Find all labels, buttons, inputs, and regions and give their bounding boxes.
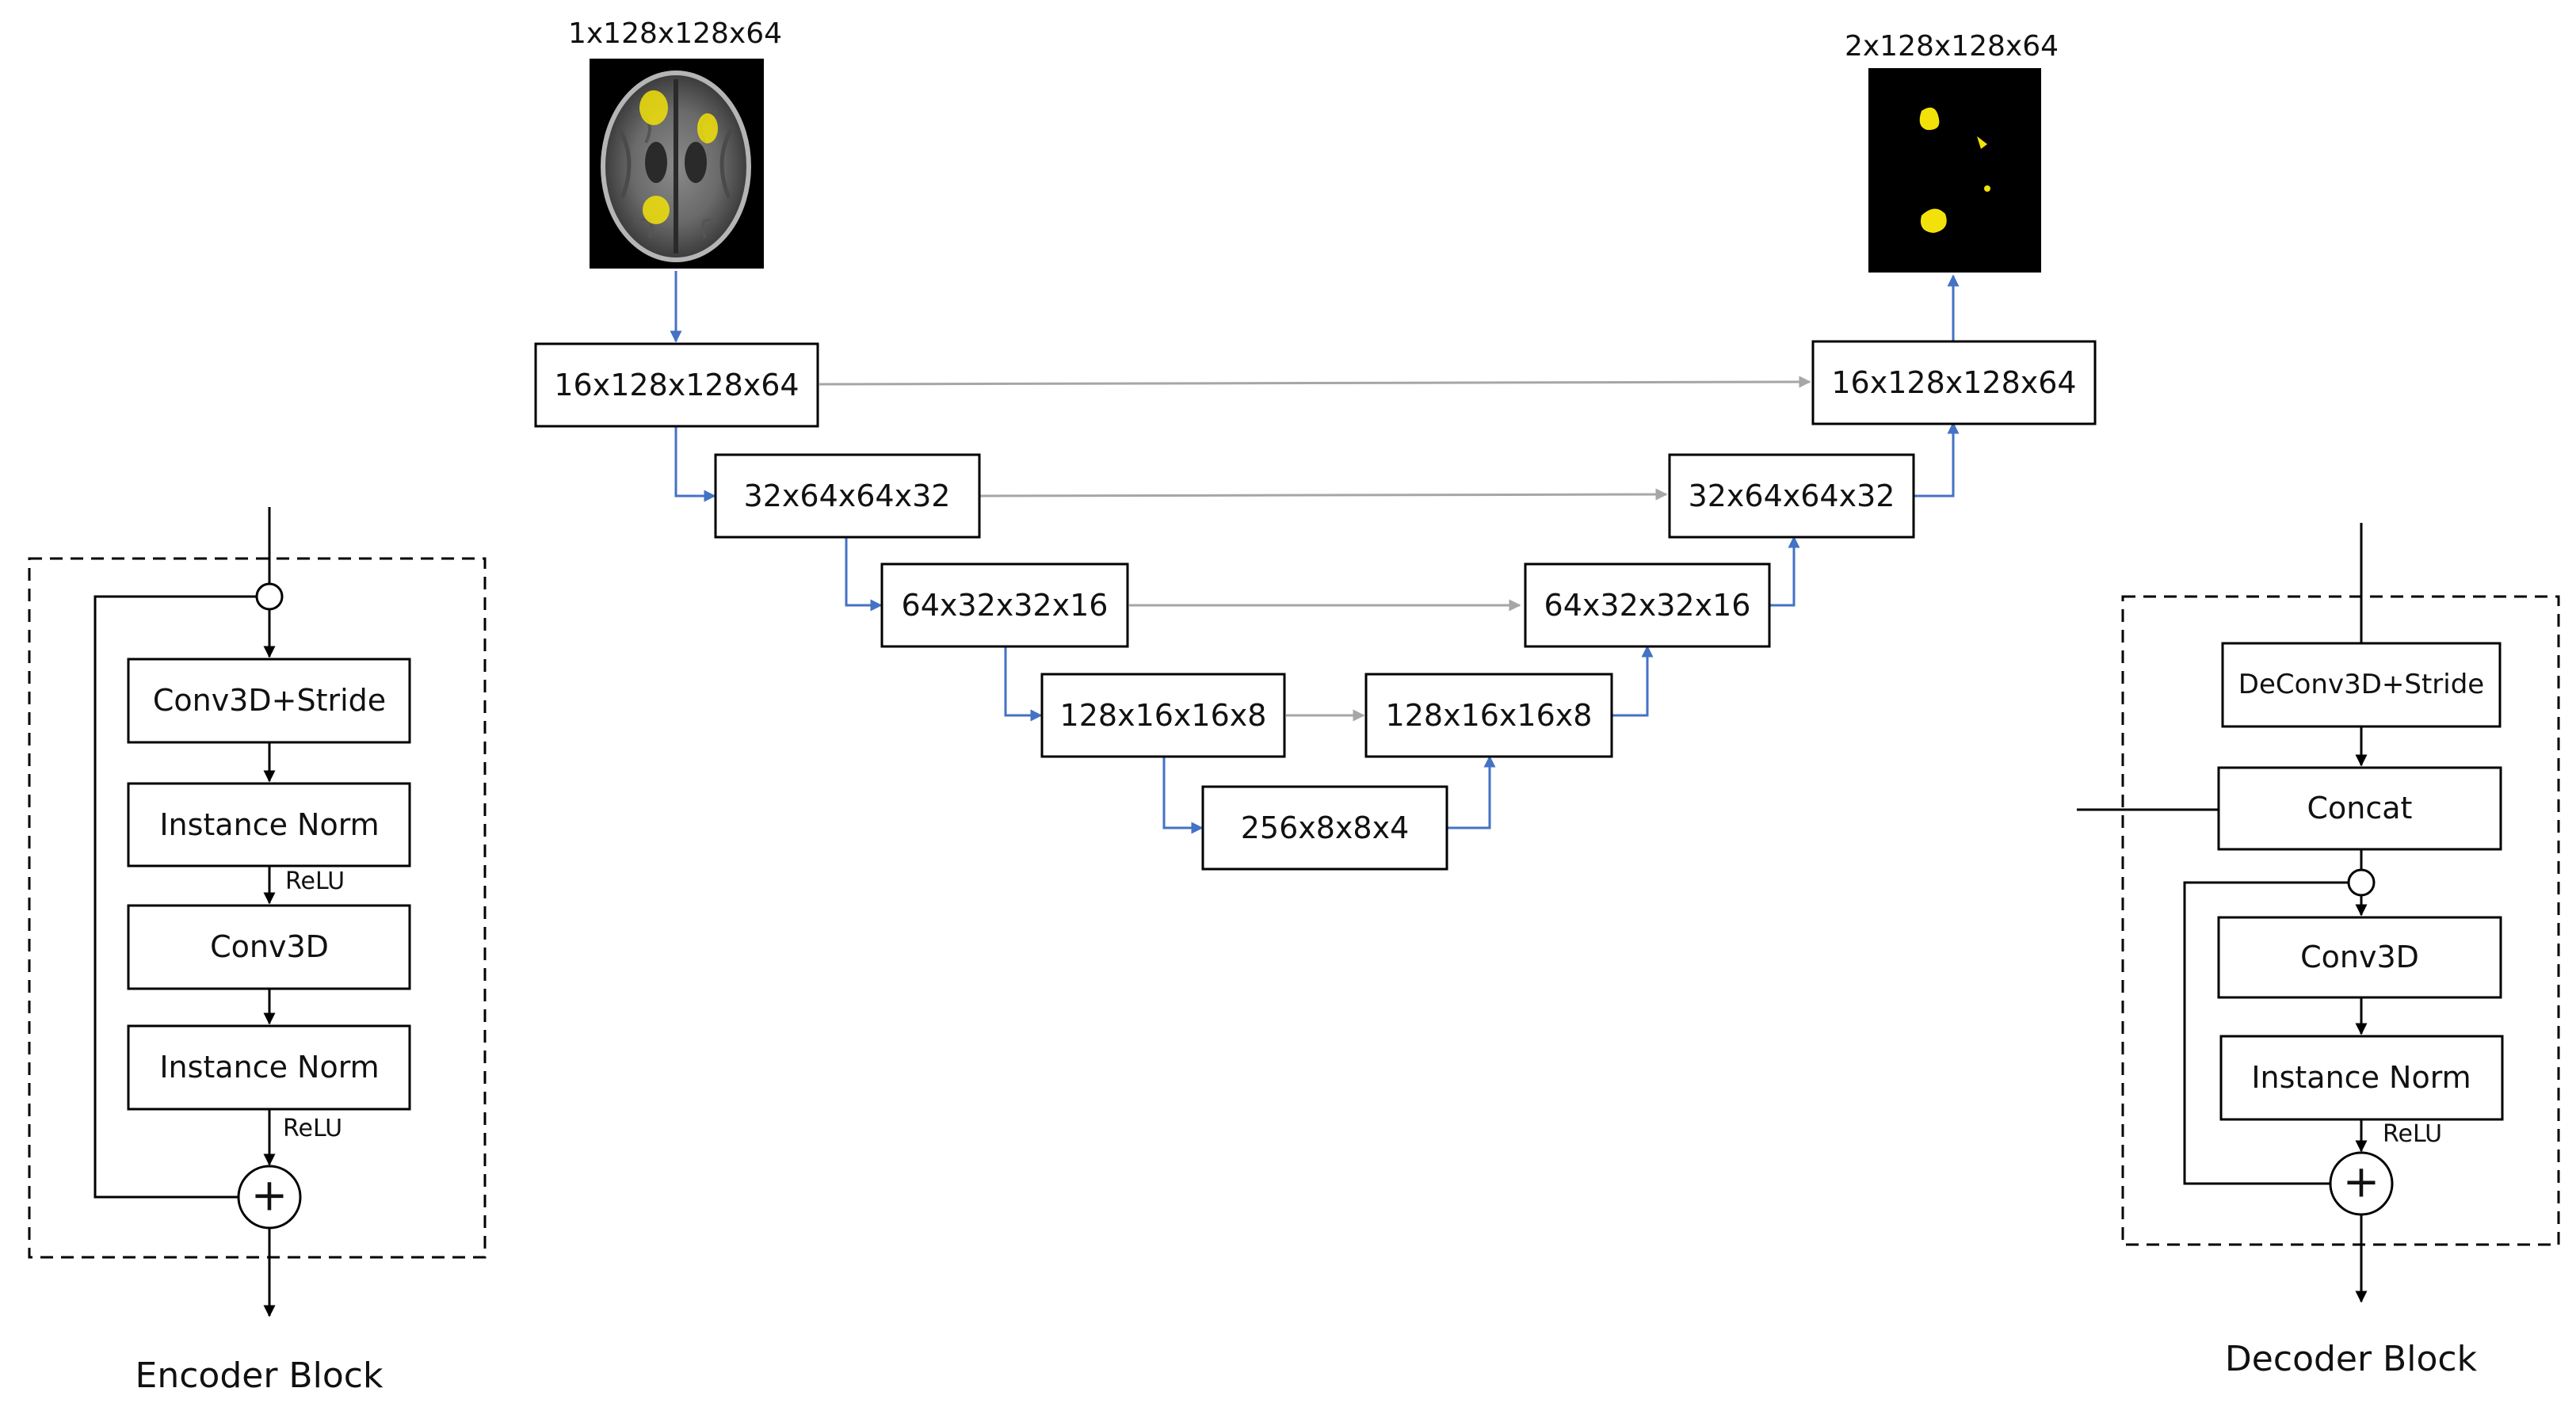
down-arrow-e1-e2: [674, 423, 716, 502]
encoder-level4-label: 128x16x16x8: [1060, 698, 1267, 733]
decoder-relu-label: ReLU: [2383, 1120, 2442, 1148]
decoder-norm-box: Instance Norm: [2219, 1035, 2504, 1121]
down-arrow-e4-bottleneck: [1162, 757, 1204, 834]
skip-connection-level2: [979, 488, 1668, 501]
encoder-block: Conv3D+Stride Instance Norm ReLU Conv3D …: [28, 507, 487, 1396]
decoder-conv-box: Conv3D: [2217, 916, 2502, 999]
decoder-split-node: [2347, 868, 2376, 897]
encoder-level1-box: 16x128x128x64: [534, 342, 819, 428]
skip-connection-level1: [819, 376, 1811, 388]
up-arrow-bottleneck-d4: [1447, 755, 1496, 829]
decoder-deconv-stride-box: DeConv3D+Stride: [2221, 642, 2502, 728]
decoder-level1-label: 16x128x128x64: [1831, 365, 2076, 400]
bottleneck-box: 256x8x8x4: [1201, 785, 1448, 871]
decoder-residual-path: [2183, 881, 2349, 1185]
decoder-add-node: [2329, 1151, 2394, 1216]
decoder-level3-box: 64x32x32x16: [1524, 562, 1771, 648]
encoder-level1-label: 16x128x128x64: [554, 368, 799, 402]
up-arrow-d4-d3: [1612, 645, 1654, 717]
decoder-concat-label: Concat: [2307, 791, 2413, 826]
decoder-deconv-stride-label: DeConv3D+Stride: [2238, 669, 2484, 700]
encoder-conv-box: Conv3D: [127, 904, 411, 990]
encoder-residual-path: [93, 595, 257, 1199]
encoder-norm2-label: Instance Norm: [159, 1050, 379, 1085]
encoder-conv-label: Conv3D: [210, 929, 329, 964]
decoder-level2-box: 32x64x64x32: [1668, 453, 1915, 539]
decoder-block: DeConv3D+Stride Concat Conv3D Instance N…: [2077, 523, 2560, 1379]
segmentation-mask-image-icon: [1868, 68, 2041, 273]
decoder-level1-box: 16x128x128x64: [1811, 340, 2097, 425]
encoder-add-symbol: +: [251, 1170, 288, 1222]
encoder-conv-stride-box: Conv3D+Stride: [127, 658, 411, 744]
encoder-relu1-label: ReLU: [285, 867, 345, 895]
decoder-block-border: [2121, 595, 2560, 1246]
encoder-relu2-label: ReLU: [283, 1115, 342, 1142]
encoder-level2-label: 32x64x64x32: [744, 479, 951, 513]
encoder-add-node: [237, 1165, 302, 1230]
decoder-add-symbol: +: [2343, 1157, 2380, 1208]
decoder-conv-label: Conv3D: [2300, 940, 2419, 974]
decoder-norm-label: Instance Norm: [2251, 1060, 2471, 1095]
encoder-norm1-label: Instance Norm: [159, 807, 379, 842]
encoder-level3-label: 64x32x32x16: [902, 588, 1109, 623]
decoder-concat-box: Concat: [2217, 766, 2502, 851]
encoder-norm1-box: Instance Norm: [127, 782, 411, 867]
unet-connections: [670, 271, 1960, 834]
encoder-split-node: [255, 582, 284, 611]
encoder-block-caption: Encoder Block: [135, 1356, 384, 1396]
down-arrow-e3-e4: [1004, 646, 1043, 722]
encoder-norm2-box: Instance Norm: [127, 1024, 411, 1111]
up-arrow-d2-d1: [1914, 421, 1960, 498]
encoder-level2-box: 32x64x64x32: [714, 453, 981, 539]
brain-mri-image-icon: [590, 59, 764, 269]
up-arrow-d3-d2: [1769, 536, 1800, 607]
encoder-level4-box: 128x16x16x8: [1040, 673, 1286, 758]
decoder-block-caption: Decoder Block: [2225, 1339, 2478, 1379]
decoder-level3-label: 64x32x32x16: [1544, 588, 1751, 623]
bottleneck-label: 256x8x8x4: [1241, 810, 1410, 845]
decoder-level2-label: 32x64x64x32: [1689, 479, 1895, 513]
decoder-level4-label: 128x16x16x8: [1386, 698, 1593, 733]
decoder-level4-box: 128x16x16x8: [1364, 673, 1613, 758]
encoder-block-border: [28, 557, 487, 1259]
encoder-level3-box: 64x32x32x16: [880, 562, 1129, 648]
input-size-label: 1x128x128x64: [568, 17, 782, 50]
encoder-conv-stride-label: Conv3D+Stride: [153, 683, 386, 718]
output-size-label: 2x128x128x64: [1845, 30, 2059, 63]
down-arrow-e2-e3: [845, 537, 883, 612]
